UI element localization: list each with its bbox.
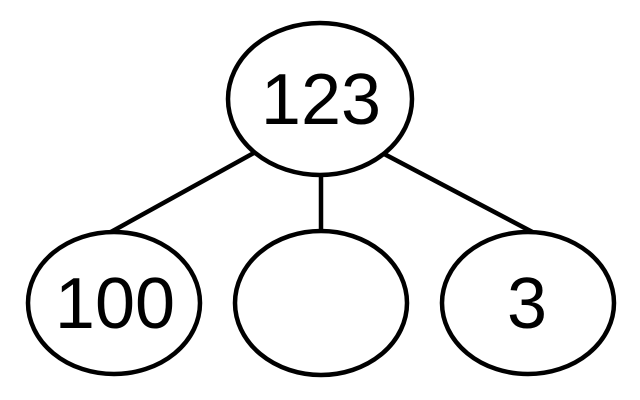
left-child-node-value: 100 bbox=[55, 264, 175, 344]
right-child-node-value: 3 bbox=[507, 264, 547, 344]
middle-child-node-circle[interactable] bbox=[232, 228, 410, 378]
root-node-circle bbox=[225, 20, 415, 178]
left-child-node-circle bbox=[25, 229, 203, 377]
right-child-node-circle bbox=[439, 229, 617, 377]
root-node-value: 123 bbox=[261, 60, 381, 140]
